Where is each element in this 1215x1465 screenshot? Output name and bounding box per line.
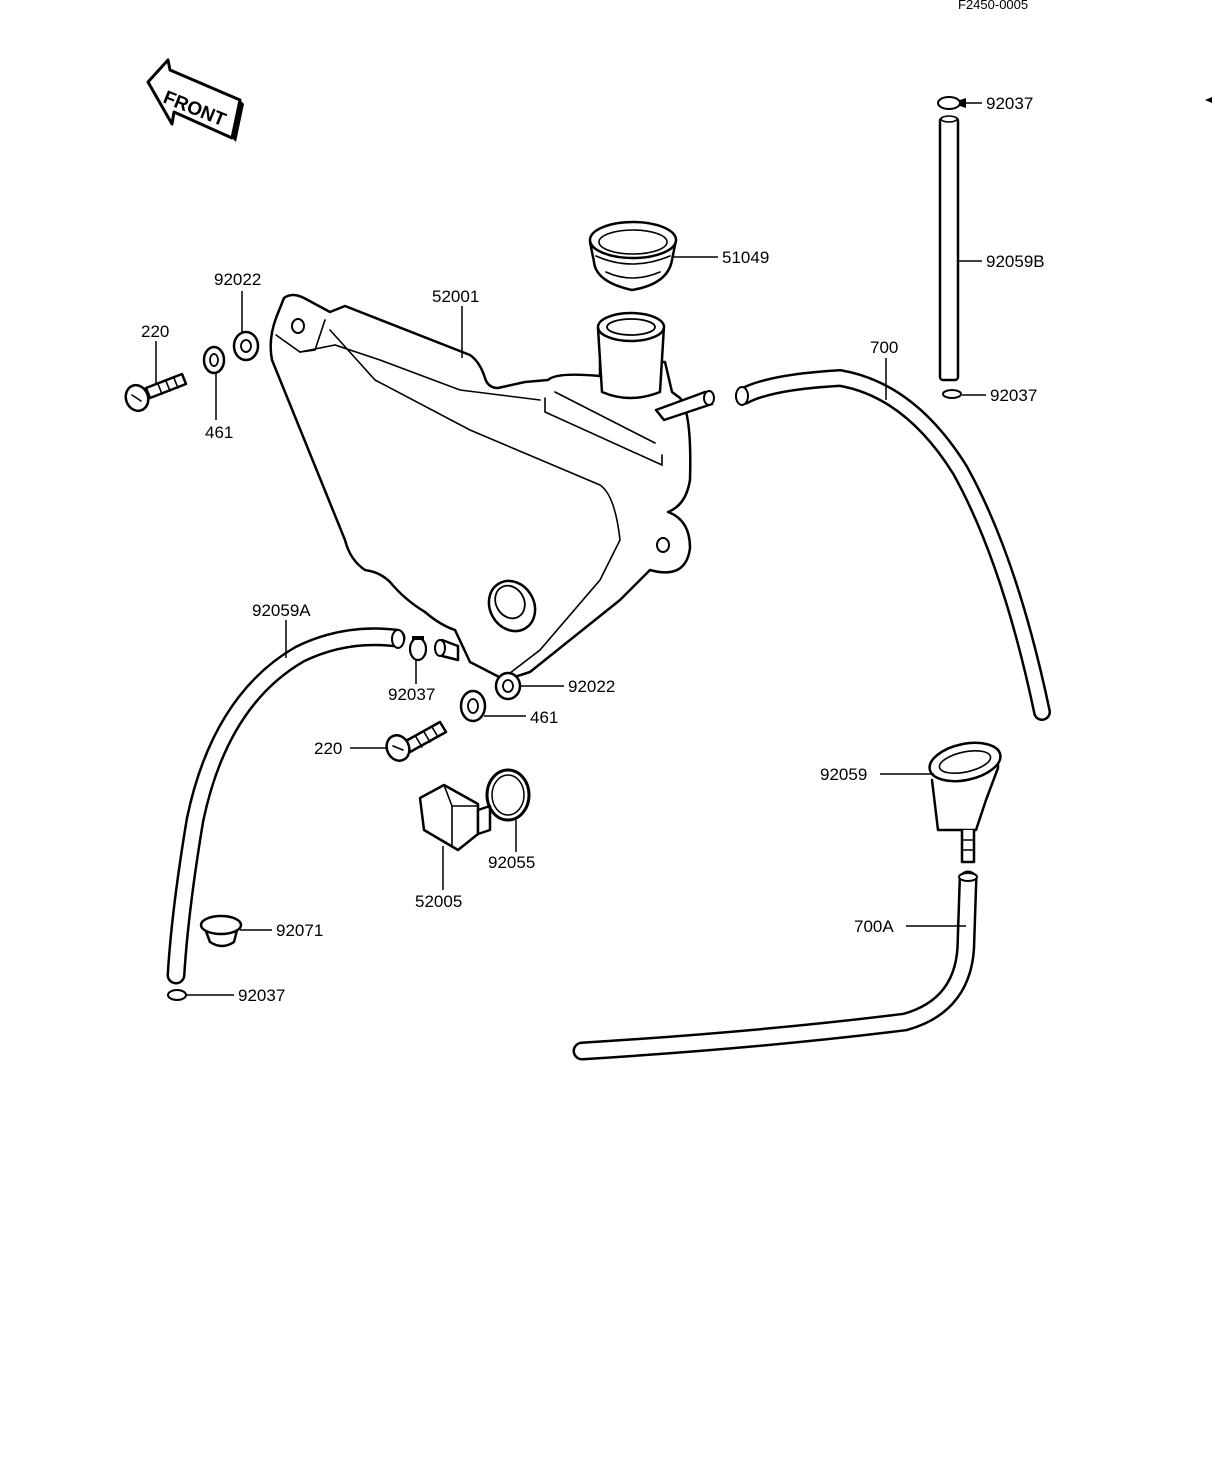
clip-bottom <box>167 989 187 1001</box>
label-92022-left: 92022 <box>214 270 261 289</box>
tank-cap <box>588 220 678 292</box>
washer-92022-left <box>232 330 260 362</box>
edge-mark <box>1205 97 1212 103</box>
label-92037-mid: 92037 <box>990 386 1037 405</box>
lockwasher-461-left <box>202 345 226 375</box>
label-52001: 52001 <box>432 287 479 306</box>
hose-700A <box>572 870 978 1061</box>
bolt-220-low <box>385 720 448 762</box>
bolt-220-left <box>124 372 188 413</box>
label-220-left: 220 <box>141 322 169 341</box>
filter-92059 <box>928 741 1002 864</box>
oring-92055 <box>485 768 531 822</box>
label-51049: 51049 <box>722 248 769 267</box>
front-arrow-icon: FRONT <box>146 58 244 142</box>
label-92059A: 92059A <box>252 601 311 620</box>
clip-mid <box>942 389 962 399</box>
drain-plug-52005 <box>418 783 492 852</box>
label-461-low: 461 <box>530 708 558 727</box>
lockwasher-461-low <box>459 689 487 723</box>
label-92037-clamp: 92037 <box>388 685 435 704</box>
label-92071: 92071 <box>276 921 323 940</box>
label-92037-top: 92037 <box>986 94 1033 113</box>
hose-700 <box>735 368 1051 721</box>
label-92059: 92059 <box>820 765 867 784</box>
hose-92059A <box>166 627 406 985</box>
label-92059B: 92059B <box>986 252 1045 271</box>
reference-code: F2450-0005 <box>958 0 1028 12</box>
label-92022-low: 92022 <box>568 677 615 696</box>
label-92037-bottom: 92037 <box>238 986 285 1005</box>
grommet-92071 <box>199 914 243 948</box>
label-92055: 92055 <box>488 853 535 872</box>
label-461-left: 461 <box>205 423 233 442</box>
label-700: 700 <box>870 338 898 357</box>
label-220-low: 220 <box>314 739 342 758</box>
hose-92059B <box>938 115 960 382</box>
oil-tank <box>269 293 715 682</box>
washer-92022-low <box>494 671 522 701</box>
label-52005: 52005 <box>415 892 462 911</box>
label-700A: 700A <box>854 917 894 936</box>
clip-hose <box>408 636 428 662</box>
clip-top <box>937 96 966 110</box>
leader-lines <box>155 102 986 996</box>
